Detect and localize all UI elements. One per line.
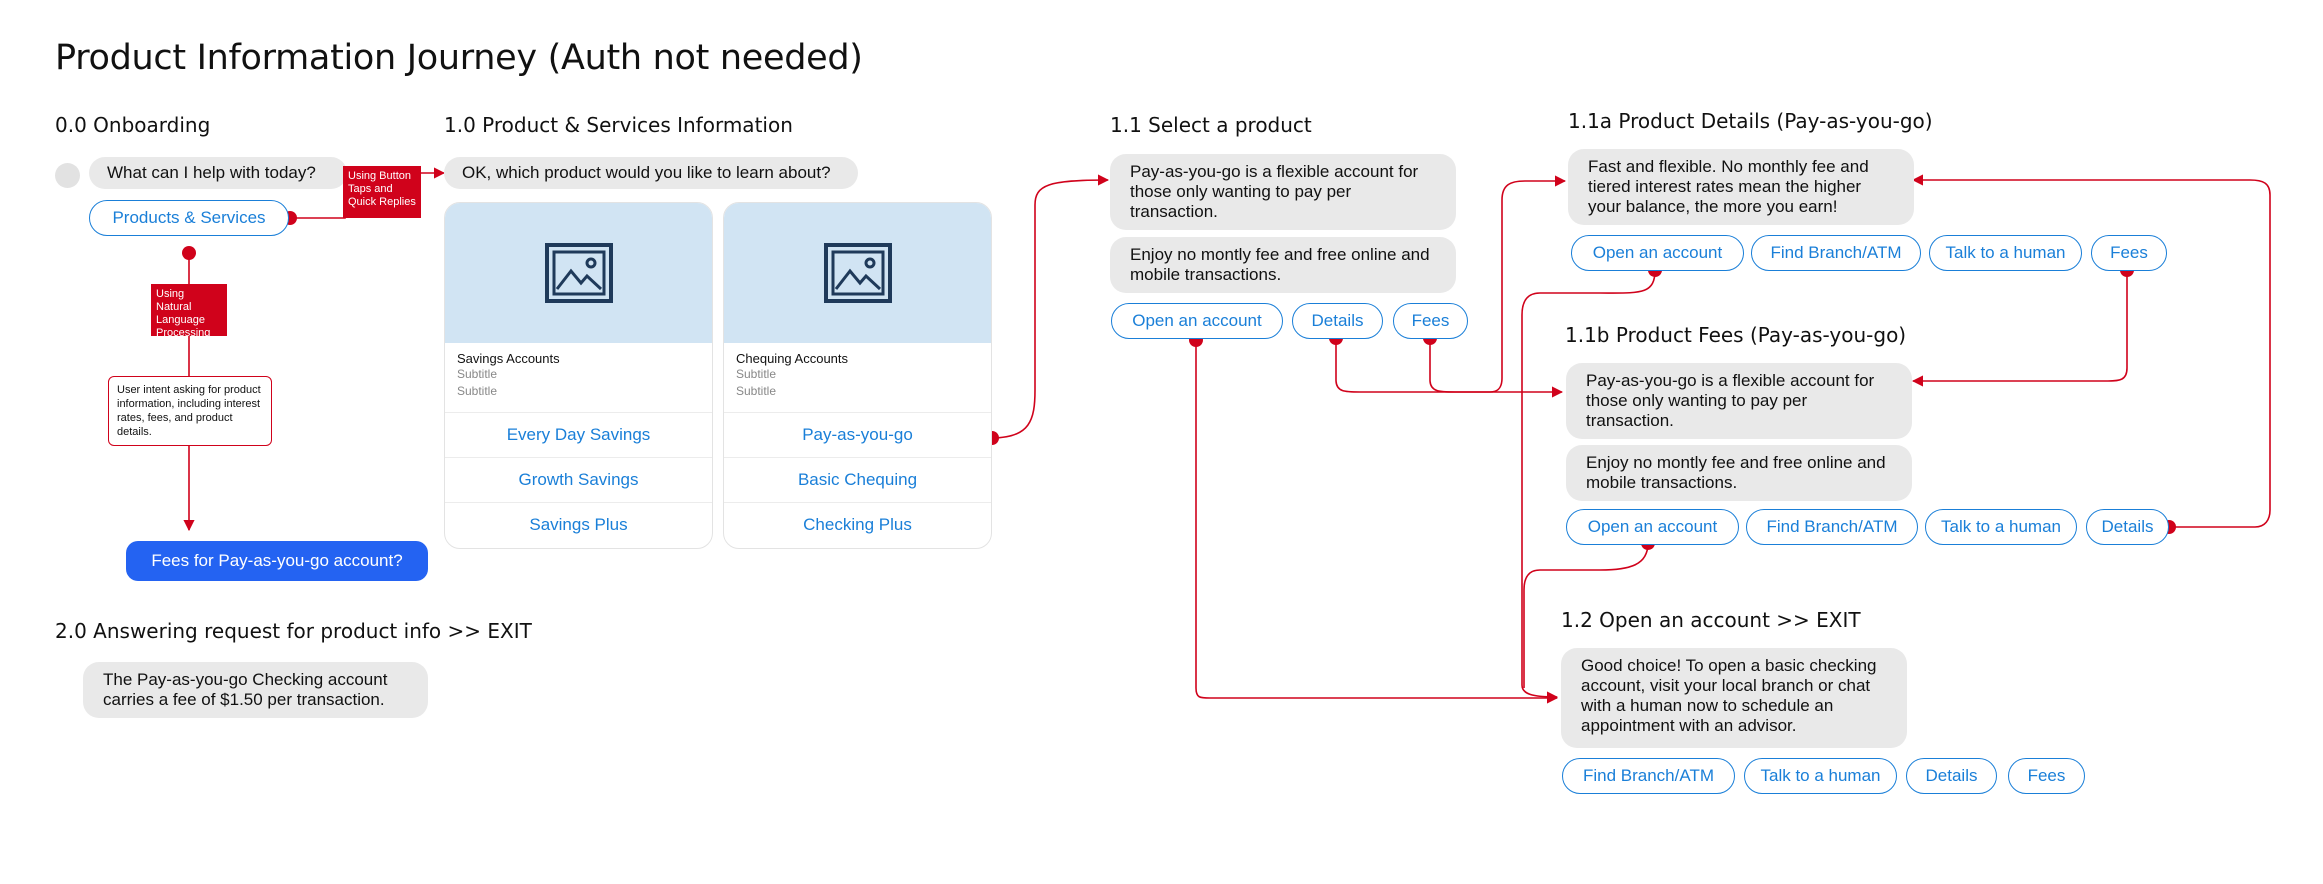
details-find-branch-button[interactable]: Find Branch/ATM [1751,235,1921,271]
onboarding-heading: 0.0 Onboarding [55,113,211,137]
image-icon [823,243,892,303]
fees-button[interactable]: Fees [1393,303,1468,339]
onboarding-bot-message: What can I help with today? [89,157,347,189]
fees-open-account-button[interactable]: Open an account [1566,509,1739,545]
option-every-day-savings[interactable]: Every Day Savings [445,413,712,458]
tag-button-taps: Using Button Taps and Quick Replies [343,166,421,218]
savings-accounts-card: Savings Accounts Subtitle Subtitle Every… [444,202,713,549]
product-details-message: Fast and flexible. No monthly fee and ti… [1568,149,1914,225]
product-fees-message-1: Pay-as-you-go is a flexible account for … [1566,363,1912,439]
fees-details-button[interactable]: Details [2086,509,2169,545]
card-subtitle: Subtitle [457,367,498,381]
chequing-accounts-card: Chequing Accounts Subtitle Subtitle Pay-… [723,202,992,549]
details-open-account-button[interactable]: Open an account [1571,235,1744,271]
product-info-bot-message: OK, which product would you like to lear… [444,157,858,189]
open-account-message: Good choice! To open a basic checking ac… [1561,648,1907,748]
image-icon [544,243,613,303]
product-fees-heading: 1.1b Product Fees (Pay-as-you-go) [1565,323,1907,347]
exit-talk-human-button[interactable]: Talk to a human [1744,758,1897,794]
exit-details-button[interactable]: Details [1906,758,1997,794]
card-subtitle: Subtitle [736,384,777,398]
answer-message: The Pay-as-you-go Checking account carri… [83,662,428,718]
select-product-message-2: Enjoy no montly fee and free online and … [1110,237,1456,293]
connector-select-fees-to-fees [1429,338,1564,398]
connector-fees-open-to-exit [1523,542,1649,688]
exit-find-branch-button[interactable]: Find Branch/ATM [1562,758,1735,794]
fees-talk-human-button[interactable]: Talk to a human [1925,509,2077,545]
card-subtitle: Subtitle [457,384,498,398]
tag-nlp: Using Natural Language Processing [151,284,227,339]
open-account-button[interactable]: Open an account [1111,303,1283,339]
connector-details-fees-to-fees [1911,270,2128,387]
card-subtitle: Subtitle [736,367,777,381]
select-product-message-1: Pay-as-you-go is a flexible account for … [1110,154,1456,230]
intent-note: User intent asking for product informati… [108,376,272,446]
connector-select-details-to-details [1335,175,1567,393]
exit-fees-button[interactable]: Fees [2008,758,2085,794]
card-image [724,203,991,343]
answer-heading: 2.0 Answering request for product info >… [55,619,532,643]
details-talk-human-button[interactable]: Talk to a human [1929,235,2082,271]
option-checking-plus[interactable]: Checking Plus [803,515,912,534]
product-details-heading: 1.1a Product Details (Pay-as-you-go) [1568,109,1933,133]
product-info-heading: 1.0 Product & Services Information [444,113,793,137]
details-button[interactable]: Details [1292,303,1383,339]
card-title: Savings Accounts [457,351,560,366]
card-title: Chequing Accounts [736,351,849,366]
connector-select-open-to-exit [1195,340,1559,704]
card-image [445,203,712,343]
option-savings-plus[interactable]: Savings Plus [529,515,628,534]
open-account-heading: 1.2 Open an account >> EXIT [1561,608,1861,632]
fees-find-branch-button[interactable]: Find Branch/ATM [1746,509,1918,545]
products-services-button[interactable]: Products & Services [89,200,289,236]
connector-payg-to-select [991,174,1110,439]
connector-dot [182,246,196,260]
connector-fees-details-to-details [1911,174,2271,528]
connector-details-open-to-exit [1521,269,1656,703]
product-fees-message-2: Enjoy no montly fee and free online and … [1566,445,1912,501]
option-basic-chequing[interactable]: Basic Chequing [724,458,991,503]
details-fees-button[interactable]: Fees [2091,235,2167,271]
select-product-heading: 1.1 Select a product [1110,113,1312,137]
option-growth-savings[interactable]: Growth Savings [445,458,712,503]
bot-avatar [55,163,80,188]
user-query-fees: Fees for Pay-as-you-go account? [126,541,428,581]
option-pay-as-you-go[interactable]: Pay-as-you-go [724,413,991,458]
page-title: Product Information Journey (Auth not ne… [55,38,863,78]
